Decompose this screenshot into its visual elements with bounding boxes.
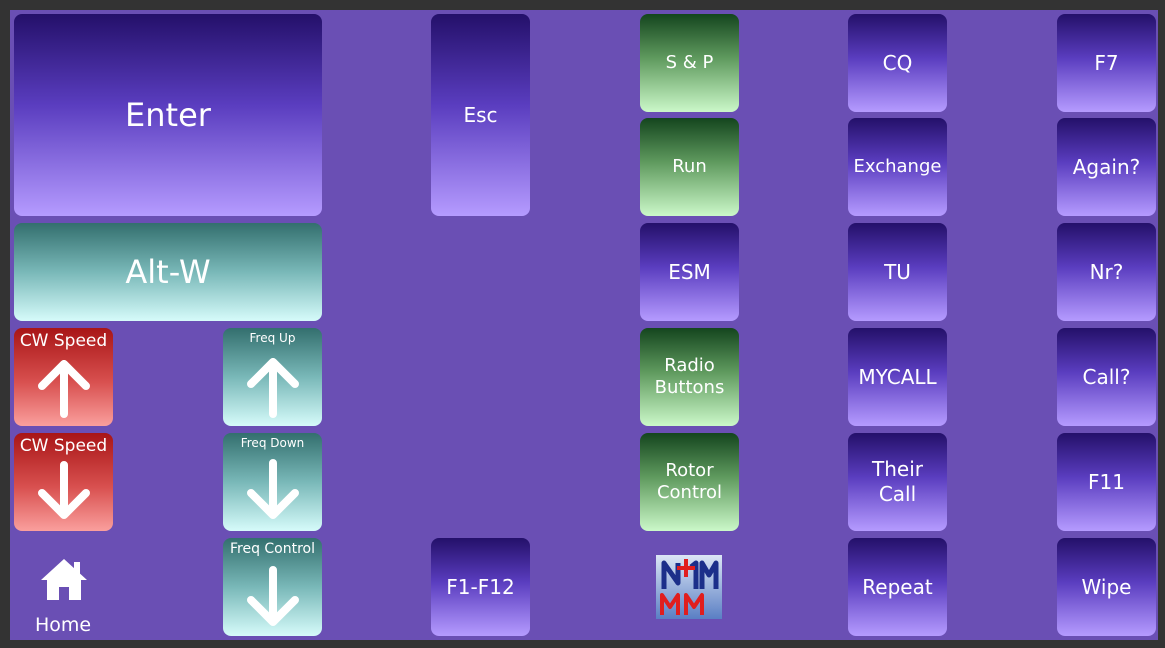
esm-button[interactable]: ESM	[640, 223, 739, 321]
freq-control-label: Freq Control	[229, 541, 316, 557]
arrow-up-icon	[37, 360, 90, 418]
enter-button[interactable]: Enter	[14, 14, 322, 216]
radio-buttons-label-line1: Radio	[664, 354, 715, 376]
run-button[interactable]: Run	[640, 118, 739, 216]
cw-speed-down-button[interactable]: CW Speed	[14, 433, 113, 531]
home-label: Home	[34, 614, 92, 636]
their-call-label-line1: Their	[872, 457, 923, 481]
call-label: Call?	[1082, 364, 1131, 389]
repeat-label: Repeat	[862, 574, 933, 599]
s-and-p-button[interactable]: S & P	[640, 14, 739, 112]
alt-w-label: Alt-W	[125, 253, 211, 291]
arrow-down-icon	[246, 459, 299, 519]
cq-button[interactable]: CQ	[848, 14, 947, 112]
home-button[interactable]: Home	[13, 550, 113, 640]
nr-button[interactable]: Nr?	[1057, 223, 1156, 321]
run-label: Run	[672, 155, 707, 177]
enter-label: Enter	[125, 96, 211, 134]
f11-label: F11	[1088, 469, 1125, 494]
f1-f12-button[interactable]: F1-F12	[431, 538, 530, 636]
f1-f12-label: F1-F12	[446, 574, 515, 599]
rotor-control-label-line1: Rotor	[665, 459, 714, 481]
s-and-p-label: S & P	[665, 51, 714, 73]
cw-speed-up-button[interactable]: CW Speed	[14, 328, 113, 426]
rotor-control-button[interactable]: Rotor Control	[640, 433, 739, 531]
mycall-label: MYCALL	[858, 364, 937, 389]
exchange-button[interactable]: Exchange	[848, 118, 947, 216]
tu-label: TU	[884, 259, 911, 284]
their-call-label-line2: Call	[878, 482, 917, 506]
freq-down-button[interactable]: Freq Down	[223, 433, 322, 531]
exchange-label: Exchange	[853, 155, 942, 177]
f11-button[interactable]: F11	[1057, 433, 1156, 531]
arrow-down-icon	[246, 566, 299, 626]
call-button[interactable]: Call?	[1057, 328, 1156, 426]
n1mm-logo	[656, 555, 722, 619]
freq-down-label: Freq Down	[240, 436, 305, 450]
f7-label: F7	[1094, 50, 1119, 75]
arrow-up-icon	[246, 358, 299, 418]
home-icon	[41, 559, 87, 600]
esc-button[interactable]: Esc	[431, 14, 530, 216]
radio-buttons-label-line2: Buttons	[654, 377, 725, 398]
arrow-down-icon	[37, 461, 90, 519]
mycall-button[interactable]: MYCALL	[848, 328, 947, 426]
button-panel: Enter Alt-W CW Speed CW Speed Home Freq …	[10, 10, 1158, 640]
esc-label: Esc	[463, 102, 498, 127]
again-button[interactable]: Again?	[1057, 118, 1156, 216]
rotor-control-label-line2: Control	[656, 482, 723, 503]
their-call-button[interactable]: Their Call	[848, 433, 947, 531]
alt-w-button[interactable]: Alt-W	[14, 223, 322, 321]
f7-button[interactable]: F7	[1057, 14, 1156, 112]
freq-control-button[interactable]: Freq Control	[223, 538, 322, 636]
again-label: Again?	[1072, 154, 1141, 179]
esm-label: ESM	[668, 259, 711, 284]
repeat-button[interactable]: Repeat	[848, 538, 947, 636]
cw-speed-down-label: CW Speed	[19, 436, 108, 456]
freq-up-label: Freq Up	[249, 331, 296, 345]
cw-speed-up-label: CW Speed	[19, 331, 108, 351]
nr-label: Nr?	[1089, 259, 1124, 284]
radio-buttons-button[interactable]: Radio Buttons	[640, 328, 739, 426]
cq-label: CQ	[882, 50, 913, 75]
wipe-label: Wipe	[1081, 574, 1132, 599]
freq-up-button[interactable]: Freq Up	[223, 328, 322, 426]
wipe-button[interactable]: Wipe	[1057, 538, 1156, 636]
tu-button[interactable]: TU	[848, 223, 947, 321]
